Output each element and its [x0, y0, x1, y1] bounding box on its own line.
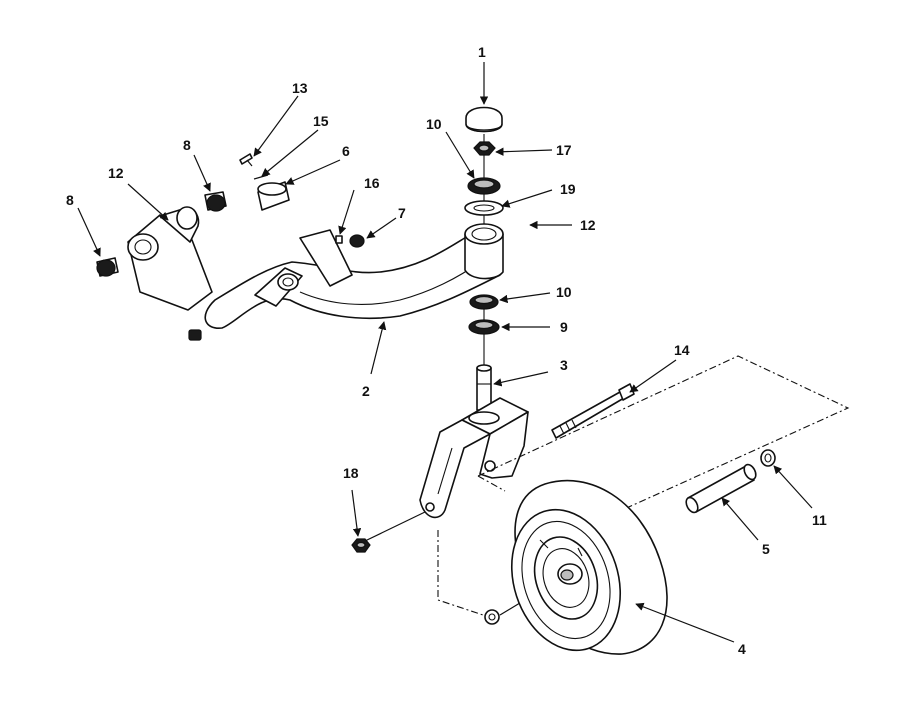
assembly-line-upper [477, 355, 850, 521]
callout-17: 17 [556, 142, 572, 158]
callout-10-mid: 10 [556, 284, 572, 300]
callout-8-top: 8 [183, 137, 191, 153]
callout-13: 13 [292, 80, 308, 96]
washer-19 [464, 200, 504, 216]
caster-fork [419, 364, 529, 519]
fitting-16 [335, 235, 343, 244]
caster-arm [127, 206, 504, 329]
bolt-13 [239, 153, 253, 167]
pin-15 [253, 174, 269, 180]
callout-2: 2 [362, 383, 370, 399]
callout-16: 16 [364, 175, 380, 191]
nut-7 [349, 234, 365, 248]
cap-1 [465, 106, 503, 133]
assembly-line-left [437, 530, 493, 619]
callout-15: 15 [313, 113, 329, 129]
assembly-line-lower [477, 475, 506, 492]
bearing-10-mid [469, 294, 499, 310]
axle-bolt-14 [551, 383, 635, 439]
callout-12-right: 12 [580, 217, 596, 233]
bushing-8-top [204, 191, 227, 212]
wheel-4 [510, 479, 668, 655]
callout-4: 4 [738, 641, 746, 657]
spacer-6 [257, 181, 290, 211]
leader-lines [77, 62, 813, 643]
callout-6: 6 [342, 143, 350, 159]
bushing-8-left [96, 257, 119, 277]
callout-10-top: 10 [426, 116, 442, 132]
callout-11: 11 [812, 512, 827, 528]
callout-3: 3 [560, 357, 568, 373]
wheel-washer [484, 609, 500, 625]
nut-17 [473, 141, 496, 156]
bearing-9 [468, 319, 500, 335]
callout-7: 7 [398, 205, 406, 221]
callout-19: 19 [560, 181, 576, 197]
callout-1: 1 [478, 44, 486, 60]
callout-5: 5 [762, 541, 770, 557]
washer-11 [760, 449, 776, 467]
callout-12-left: 12 [108, 165, 124, 181]
callout-14: 14 [674, 342, 690, 358]
callout-18: 18 [343, 465, 359, 481]
bearing-10-top [467, 177, 501, 195]
callout-8-left: 8 [66, 192, 74, 208]
grease-fitting [188, 329, 202, 341]
callout-labels: 1 2 3 4 5 6 7 8 8 9 10 10 11 12 12 13 14… [66, 44, 827, 657]
spacer-tube-5 [685, 463, 757, 514]
nut-18 [351, 538, 371, 553]
callout-9: 9 [560, 319, 568, 335]
